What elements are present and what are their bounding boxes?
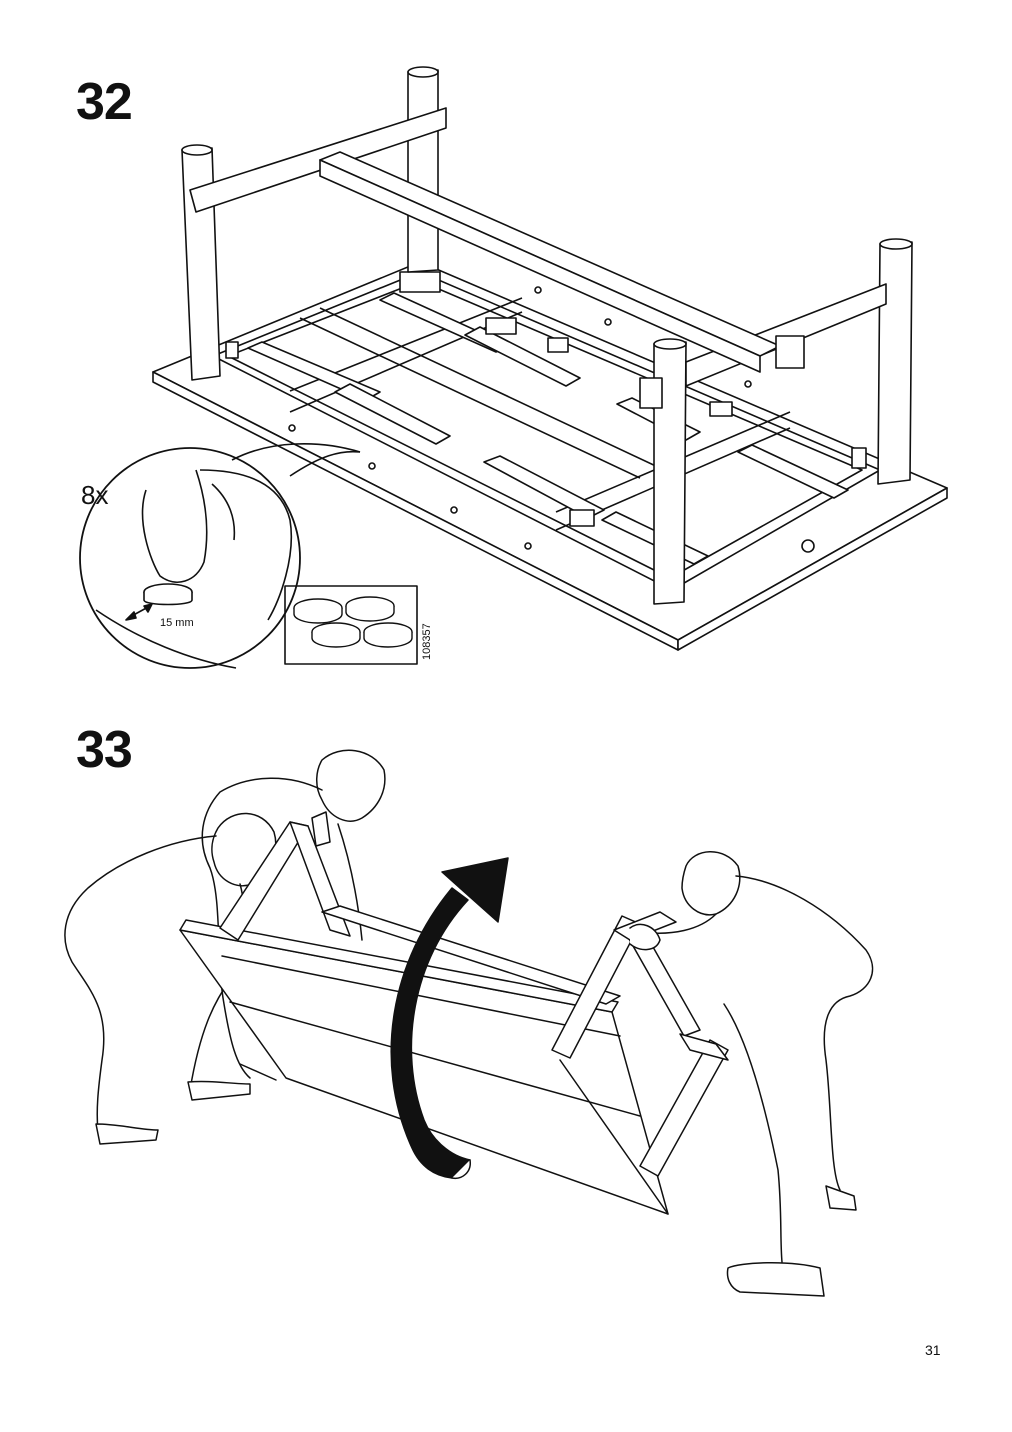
person-man-right (629, 851, 874, 1297)
leg-rails (189, 107, 887, 409)
rotate-arrow-icon (390, 857, 509, 1180)
quantity-label: 8x (81, 480, 109, 510)
flipped-table (179, 811, 729, 1215)
step-32-illustration (79, 66, 948, 669)
dimension-label: 15 mm (160, 617, 194, 629)
person-man-left (64, 812, 283, 1145)
brackets (225, 271, 867, 553)
parts-box (284, 585, 418, 665)
felt-pad-callout (79, 443, 361, 669)
support-slats (247, 292, 849, 565)
person-woman (201, 749, 386, 1081)
step-32-number: 32 (76, 73, 133, 131)
step-33-number: 33 (76, 721, 133, 779)
page-number: 31 (925, 1342, 941, 1358)
part-number: 108357 (421, 623, 433, 660)
felt-pad-icon (143, 583, 193, 606)
